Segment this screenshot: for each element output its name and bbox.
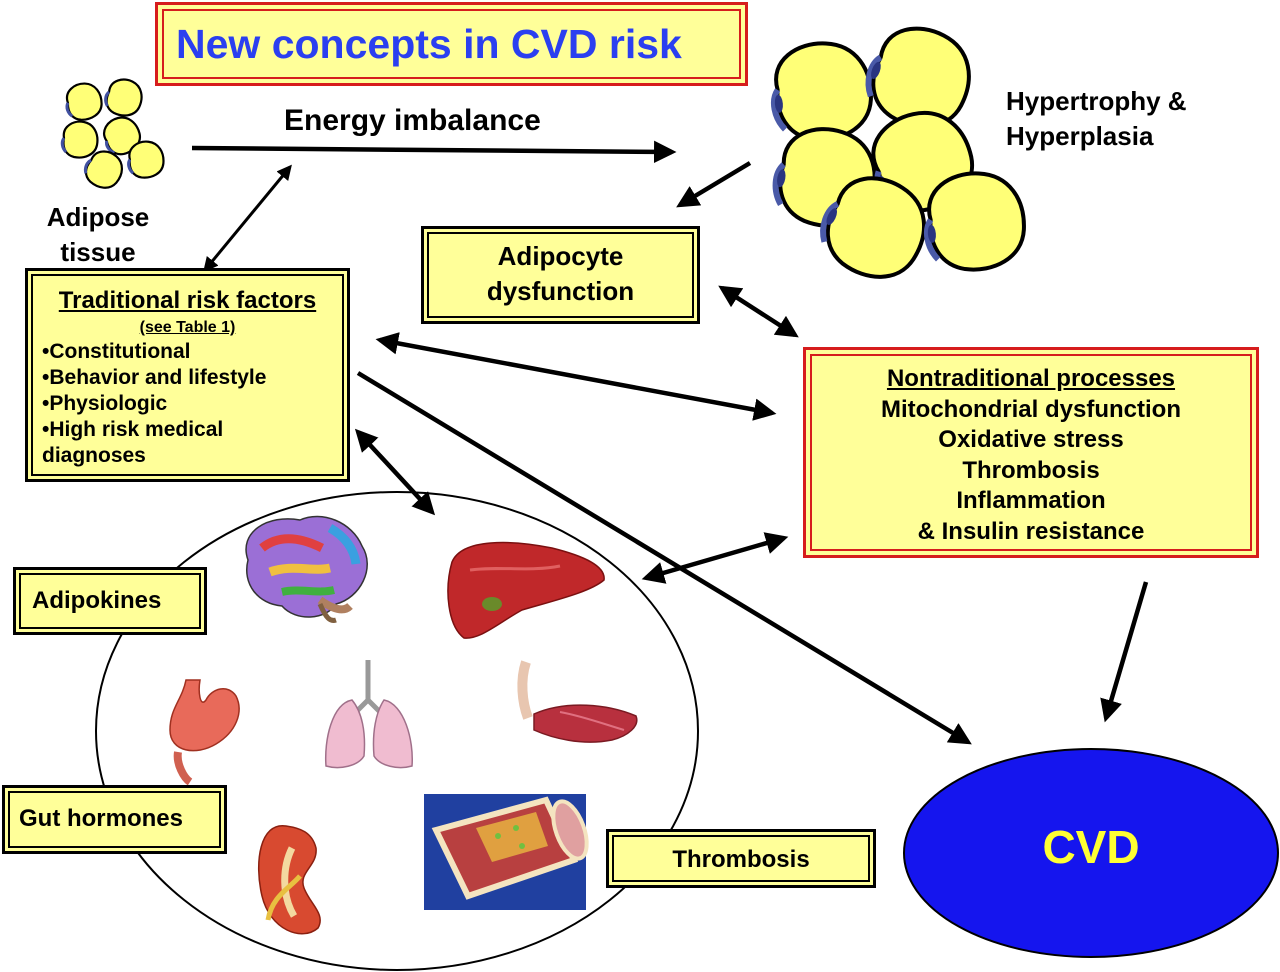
arrow-dysfunction-nontraditional bbox=[718, 285, 799, 338]
arrow-nontraditional-cvd bbox=[1100, 581, 1149, 723]
adipose-tissue-label: Adipose tissue bbox=[46, 202, 150, 267]
lungs-icon bbox=[324, 660, 413, 769]
liver-icon bbox=[447, 541, 605, 639]
arrow-energy-traditional bbox=[203, 164, 292, 273]
traditional-risk-factors-heading: Traditional risk factors bbox=[58, 287, 317, 314]
list-item: diagnoses bbox=[42, 444, 146, 467]
kidney-icon bbox=[257, 825, 321, 935]
cvd-label: CVD bbox=[1042, 821, 1140, 873]
list-item: •Physiologic bbox=[42, 392, 168, 415]
arrow-energy-imbalance bbox=[191, 140, 677, 164]
list-item: •Behavior and lifestyle bbox=[42, 366, 267, 389]
list-item: Mitochondrial dysfunction bbox=[881, 395, 1181, 423]
thrombosis-box: Thrombosis bbox=[606, 829, 876, 888]
cvd-ellipse bbox=[903, 748, 1279, 958]
adipocyte-dysfunction-label: Adipocyte dysfunction bbox=[486, 241, 635, 306]
title-box: New concepts in CVD risk bbox=[155, 2, 748, 86]
list-item: & Insulin resistance bbox=[917, 517, 1145, 545]
adipokines-box: Adipokines bbox=[13, 567, 207, 635]
traditional-risk-factors-box: Traditional risk factors (see Table 1) •… bbox=[25, 268, 350, 482]
gut-hormones-label: Gut hormones bbox=[19, 805, 184, 832]
blood-vessel-icon bbox=[424, 794, 589, 910]
list-item: •High risk medical bbox=[42, 418, 224, 441]
arrow-traditional-organs bbox=[354, 428, 436, 516]
arrow-traditional-nontraditional bbox=[375, 332, 777, 421]
hypertrophy-label: Hypertrophy & Hyperplasia bbox=[1006, 86, 1187, 151]
arrow-hypertrophy-to-dysfunction bbox=[676, 161, 752, 208]
thrombosis-label: Thrombosis bbox=[672, 846, 810, 873]
list-item: Oxidative stress bbox=[938, 426, 1124, 453]
list-item: •Constitutional bbox=[42, 340, 191, 363]
traditional-risk-factors-list: •Constitutional •Behavior and lifestyle … bbox=[42, 339, 266, 469]
list-item: Thrombosis bbox=[962, 456, 1100, 484]
page-title: New concepts in CVD risk bbox=[176, 21, 682, 67]
hypertrophic-adipocytes-icon bbox=[769, 16, 1028, 292]
gut-hormones-box: Gut hormones bbox=[2, 785, 227, 854]
adipocyte-dysfunction-box: Adipocyte dysfunction bbox=[421, 226, 700, 324]
brain-icon bbox=[245, 515, 368, 623]
adipokines-label: Adipokines bbox=[32, 587, 162, 614]
nontraditional-processes-list: Nontraditional processes Mitochondrial d… bbox=[806, 364, 1256, 547]
muscle-icon bbox=[517, 660, 638, 743]
nontraditional-processes-box: Nontraditional processes Mitochondrial d… bbox=[803, 347, 1259, 558]
see-table-note: (see Table 1) bbox=[139, 319, 236, 336]
stomach-icon bbox=[169, 679, 240, 786]
adipose-cells-icon bbox=[60, 74, 167, 196]
energy-imbalance-label: Energy imbalance bbox=[284, 104, 541, 137]
list-item: Inflammation bbox=[956, 487, 1106, 514]
arrow-nontraditional-organs bbox=[641, 532, 789, 584]
nontraditional-processes-heading: Nontraditional processes bbox=[886, 365, 1176, 392]
